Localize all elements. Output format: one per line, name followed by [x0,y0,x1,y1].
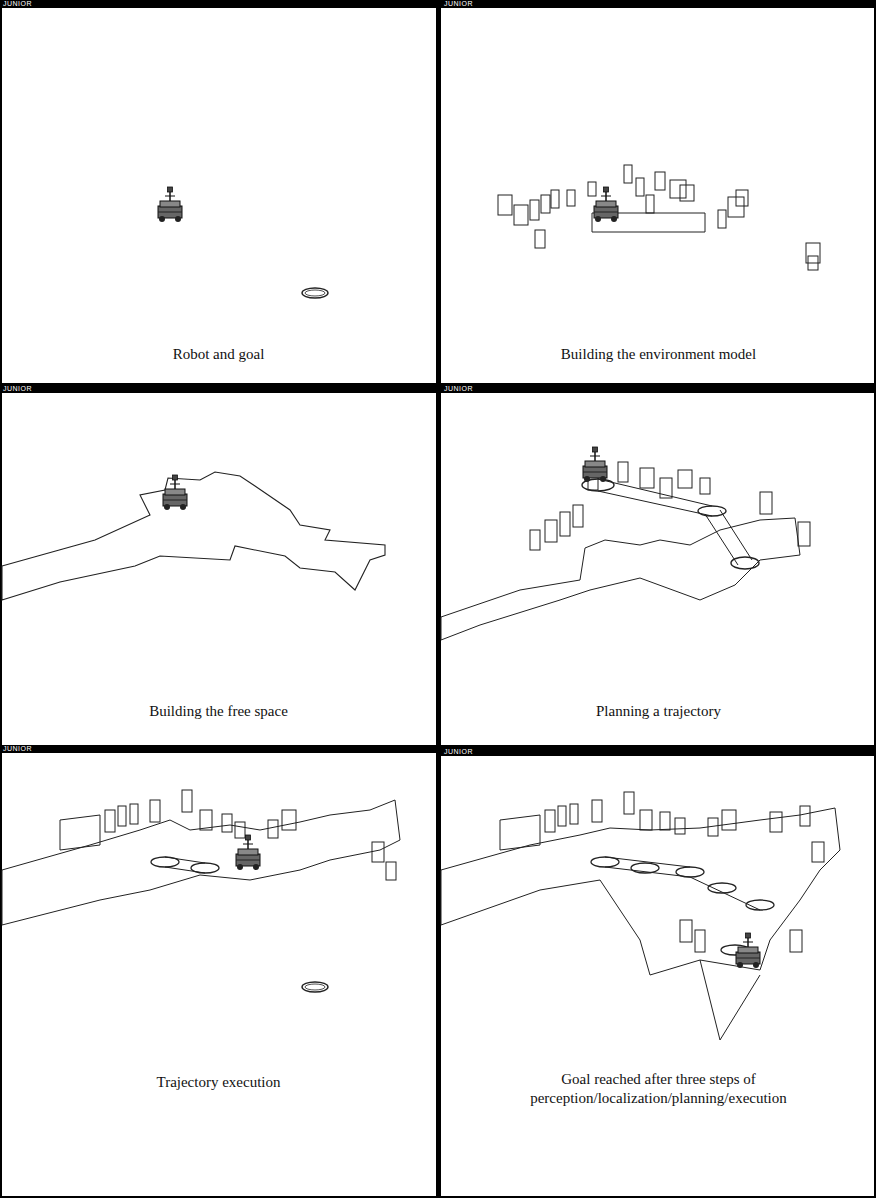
screen-panel: JUNIOR Robot and goal [0,0,437,383]
screen-panel: JUNIOR Trajectory execution [0,745,437,1198]
panel-caption: Robot and goal [19,345,419,364]
screen-panel: JUNIOR Building the free space [0,385,437,745]
panel-caption: Building the free space [19,702,419,721]
window-title: JUNIOR [441,385,876,393]
panel-caption: Trajectory execution [19,1073,419,1092]
panel-ground [2,8,874,1196]
screen-panel: JUNIOR Building the environment model [441,0,876,383]
screen-panel: JUNIOR Goal reached after three steps of … [441,748,876,1198]
window-title: JUNIOR [0,745,437,753]
screen-panel: JUNIOR Planning a trajectory [441,385,876,745]
panel-caption: Planning a trajectory [459,702,859,721]
panel-caption: Goal reached after three steps of percep… [459,1070,859,1108]
window-title: JUNIOR [0,0,437,8]
window-title: JUNIOR [441,0,876,8]
window-title: JUNIOR [441,748,876,756]
panel-caption: Building the environment model [459,345,859,364]
window-title: JUNIOR [0,385,437,393]
